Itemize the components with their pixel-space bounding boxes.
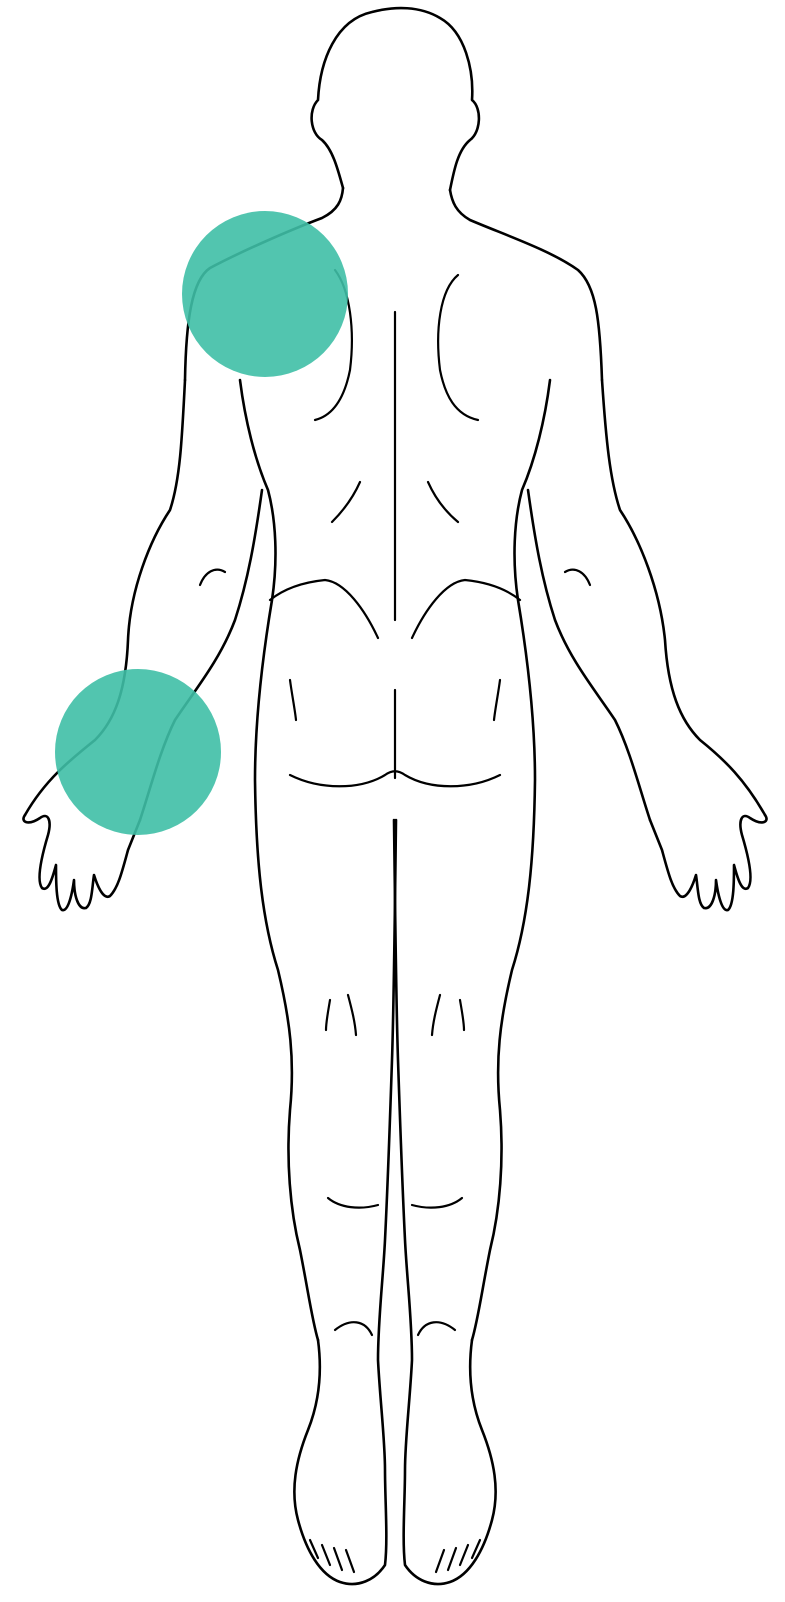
left-lower-leg-outline bbox=[294, 820, 396, 1584]
right-wrist-marker[interactable] bbox=[55, 669, 221, 835]
left-hip-line bbox=[270, 580, 378, 638]
head-outline bbox=[312, 8, 479, 190]
right-arm-inner-outline bbox=[528, 490, 650, 820]
right-lower-back-line bbox=[428, 482, 458, 522]
right-hip-line bbox=[412, 580, 520, 638]
right-toes bbox=[436, 1540, 480, 1572]
right-shoulder-outline bbox=[450, 190, 602, 380]
left-heel-line bbox=[335, 1322, 372, 1335]
right-knee-line-b bbox=[460, 1000, 464, 1030]
left-knee-line-b bbox=[348, 995, 356, 1035]
right-calf-line bbox=[412, 1198, 462, 1208]
right-heel-line bbox=[418, 1322, 455, 1335]
left-lower-back-line bbox=[332, 482, 360, 522]
right-shoulder-marker[interactable] bbox=[182, 211, 348, 377]
left-torso-outline bbox=[240, 380, 318, 1340]
left-elbow-crease bbox=[200, 570, 225, 585]
right-hand-outline bbox=[650, 815, 767, 910]
left-knee-line-a bbox=[326, 1000, 330, 1030]
left-toes bbox=[310, 1540, 354, 1572]
right-knee-line-a bbox=[432, 995, 440, 1035]
right-lower-leg-outline bbox=[394, 820, 496, 1584]
pain-markers bbox=[55, 211, 348, 835]
right-scapula-line bbox=[438, 275, 478, 420]
left-calf-line bbox=[328, 1198, 378, 1208]
right-hip-dimple bbox=[494, 680, 500, 720]
right-elbow-crease bbox=[565, 570, 590, 585]
right-torso-outline bbox=[472, 380, 550, 1340]
left-hip-dimple bbox=[290, 680, 296, 720]
